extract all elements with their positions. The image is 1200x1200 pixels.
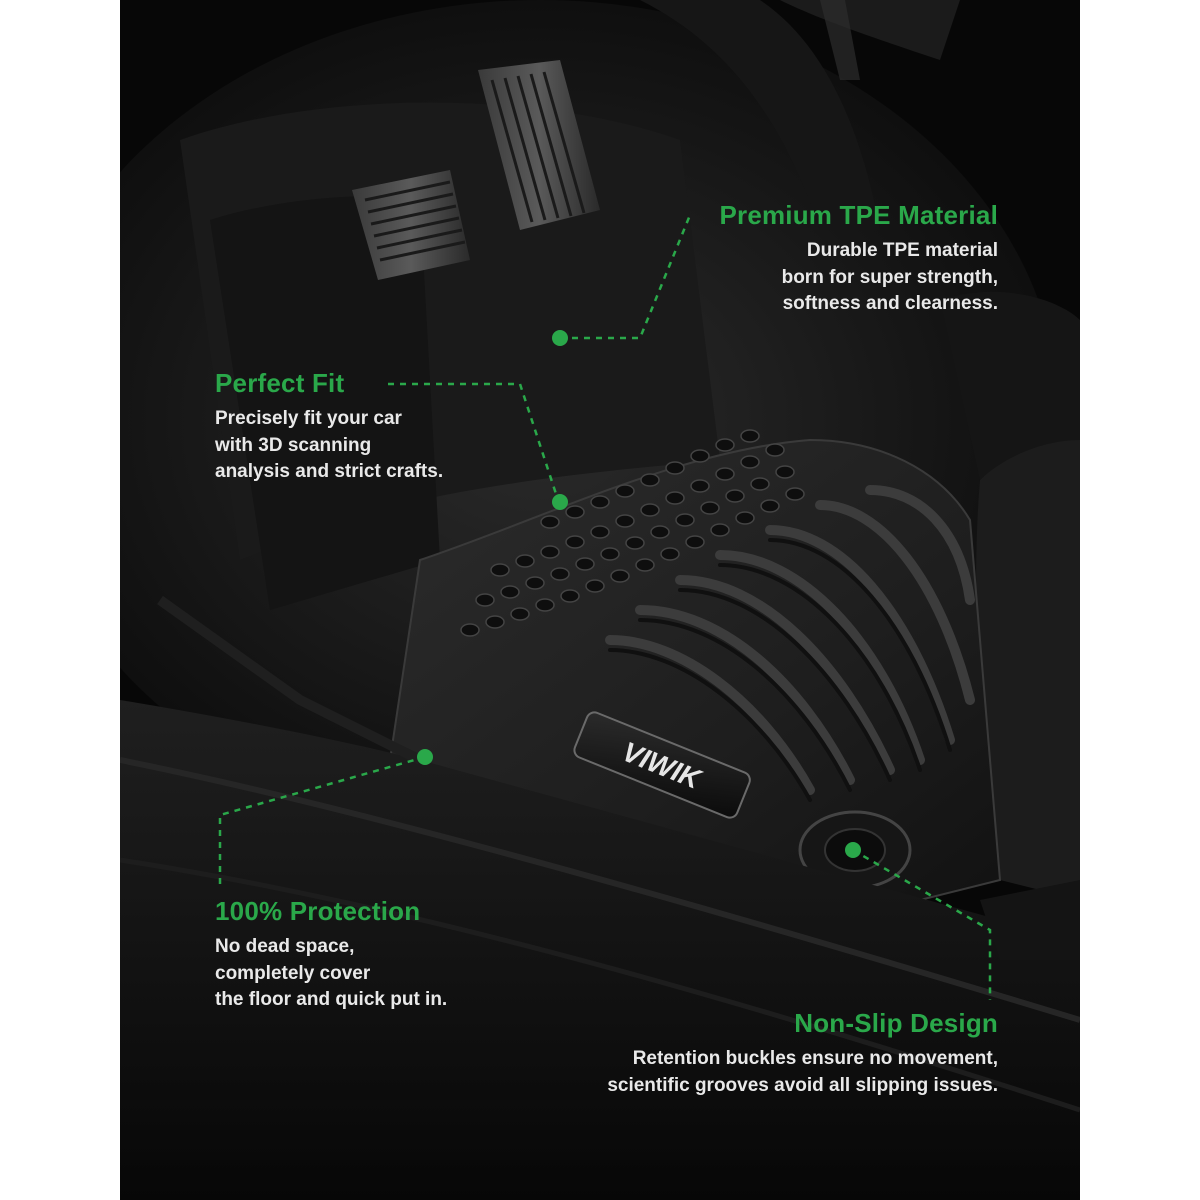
feature-description: Precisely fit your car with 3D scanning … <box>215 406 443 486</box>
feature-premium-tpe: Premium TPE Material Durable TPE materia… <box>680 200 998 318</box>
description-line: completely cover <box>215 962 371 984</box>
description-line: the floor and quick put in. <box>215 989 448 1010</box>
feature-non-slip: Non-Slip Design Retention buckles ensure… <box>540 1008 998 1099</box>
feature-protection: 100% Protection No dead space, completel… <box>215 896 447 1014</box>
description-line: Precisely fit your car <box>215 408 402 429</box>
perfect-fit-dot <box>552 494 568 510</box>
heel-pad-bumps <box>460 429 805 637</box>
premium-tpe-leader <box>560 214 692 340</box>
door-sill <box>120 700 1080 1200</box>
description-line: softness and clearness. <box>782 293 998 314</box>
steering-column <box>640 0 880 230</box>
description-line: No dead space, <box>215 936 355 957</box>
description-line: born for super strength, <box>781 266 998 288</box>
product-image: VIWIK Premium TPE Material <box>120 0 1080 1200</box>
feature-description: Retention buckles ensure no movement, sc… <box>540 1046 998 1099</box>
accelerator-pedal <box>478 60 600 230</box>
description-line: Durable TPE material <box>806 240 998 261</box>
description-line: scientific grooves avoid all slipping is… <box>607 1074 998 1096</box>
non-slip-dot <box>845 842 861 858</box>
feature-title: 100% Protection <box>215 896 421 926</box>
feature-title: Perfect Fit <box>215 368 345 398</box>
perfect-fit-leader <box>388 382 560 501</box>
feature-title: Premium TPE Material <box>719 200 998 230</box>
car-floor-mat-scene: VIWIK <box>120 0 1080 1200</box>
non-slip-leader <box>852 848 992 1000</box>
feature-description: No dead space, completely cover the floo… <box>215 934 447 1014</box>
brake-pedal <box>352 170 470 280</box>
description-line: Retention buckles ensure no movement, <box>632 1048 998 1069</box>
description-line: analysis and strict crafts. <box>215 461 444 482</box>
premium-tpe-dot <box>552 330 568 346</box>
mat-grooves <box>605 485 975 795</box>
feature-perfect-fit: Perfect Fit Precisely fit your car with … <box>215 368 443 486</box>
callout-dots <box>417 330 861 858</box>
feature-description: Durable TPE material born for super stre… <box>680 238 998 318</box>
center-console <box>976 430 1080 900</box>
protection-dot <box>417 749 433 765</box>
feature-title: Non-Slip Design <box>794 1008 998 1038</box>
description-line: with 3D scanning <box>215 434 372 456</box>
callout-leaders <box>218 214 992 1000</box>
